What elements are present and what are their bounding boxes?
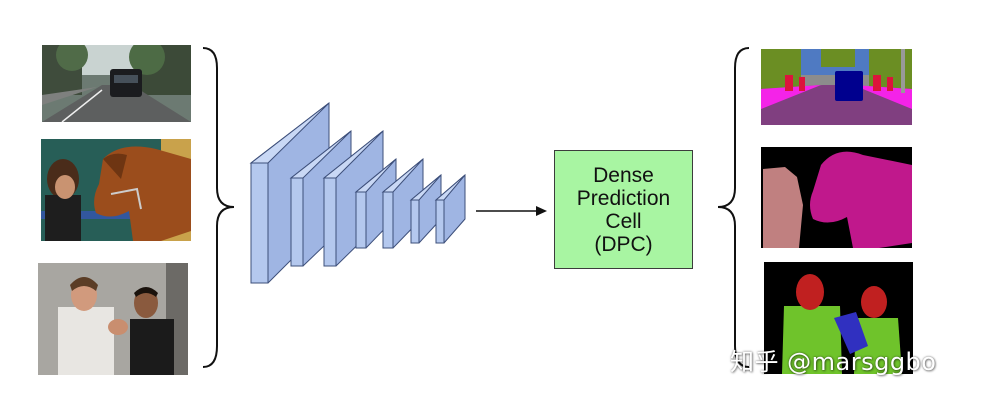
output-horse-segmentation — [761, 147, 912, 248]
input-horse-photo — [41, 139, 191, 241]
input-street-photo — [42, 45, 191, 122]
dpc-label-line3: Cell — [605, 209, 642, 233]
arrow-to-dpc — [476, 206, 547, 216]
output-people-segmentation — [764, 262, 913, 374]
dpc-label-line1: Dense — [593, 163, 654, 187]
input-people-photo — [38, 263, 188, 375]
right-brace — [717, 47, 750, 368]
layer-7 — [434, 173, 466, 244]
output-street-segmentation — [761, 49, 912, 125]
dpc-label-line4: (DPC) — [594, 232, 653, 256]
left-brace — [202, 47, 235, 368]
dpc-box: Dense Prediction Cell (DPC) — [554, 150, 693, 269]
dpc-label-line2: Prediction — [576, 186, 671, 210]
layer-6 — [409, 173, 442, 244]
watermark: 知乎 @marsggbo — [730, 348, 937, 376]
